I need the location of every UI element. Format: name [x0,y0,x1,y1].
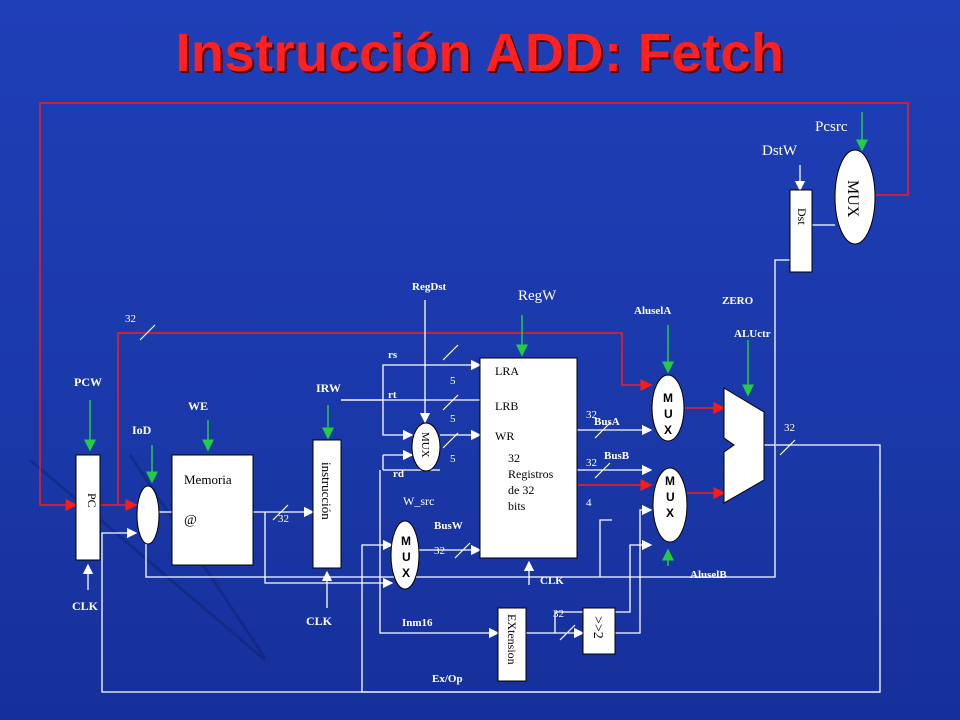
wire-ticks [139,324,796,641]
white-wires [82,165,881,693]
regdst-label: RegDst [412,281,447,293]
busa-label: BusA [594,416,620,428]
alusel-b-mux [652,467,688,543]
rt-label: rt [388,389,397,401]
regfile-size: 32 [508,451,520,465]
alusel-a-mux-label: M [663,391,673,405]
clk-ir-label: CLK [306,614,333,628]
irw-label: IRW [316,381,341,395]
regfile-name1: Registros [508,467,554,481]
memory-addr-label: @ [184,513,197,528]
alusel-b-mux-label: M [665,474,675,488]
w-mux-label: M [401,534,411,548]
dst-block [789,189,813,273]
red-wires [39,102,909,511]
w5-a: 5 [450,375,456,387]
regw-label: RegW [518,288,557,304]
memory-block [171,454,254,566]
aluselB-label: AluselB [690,569,727,581]
w4-label: 4 [586,497,592,509]
ext-label: EXtension [505,614,519,665]
w32-g: 32 [784,422,795,434]
imm16-label: Inm16 [402,617,433,629]
register-file [479,357,578,559]
blocks [75,149,876,682]
svg-text:U: U [664,407,673,421]
aluctr-label: ALUctr [734,328,771,340]
regfile-lrb: LRB [495,399,518,413]
page-title: Instrucción ADD: Fetch [175,23,785,83]
svg-text:X: X [666,506,674,520]
zero-label: ZERO [722,295,754,307]
svg-text:X: X [664,423,672,437]
control-signals [84,112,868,566]
rd-label: rd [393,468,404,480]
regfile-wr: WR [495,429,514,443]
pc-mux-label: MUX [844,180,861,218]
pcw-label: PCW [74,375,102,389]
memory-label: Memoria [184,472,232,487]
rd-mux [411,422,441,472]
clk-pc-label: CLK [72,599,99,613]
aluselA-label: AluselA [634,305,671,317]
w32-e: 32 [586,457,597,469]
dstw-label: DstW [762,143,798,159]
ir-register [312,439,342,569]
w32-f: 32 [553,608,564,620]
busw-label: BusW [434,520,463,532]
iod-label: IoD [132,423,152,437]
iod-mux [136,485,160,545]
shift-block [582,607,616,655]
alu [723,387,765,504]
regfile-lra: LRA [495,364,519,378]
w5-c: 5 [450,453,456,465]
regfile-name2: de 32 [508,483,534,497]
rd-mux-label: MUX [419,432,431,458]
w32-b: 32 [278,513,289,525]
clk-reg-label: CLK [540,575,564,587]
svg-text:X: X [402,566,410,580]
svg-text:U: U [666,490,675,504]
w32-a: 32 [125,313,136,325]
pc-label: PC [85,493,99,508]
svg-text:U: U [402,550,411,564]
we-label: WE [188,399,208,413]
exop-label: Ex/Op [432,673,463,685]
busb-label: BusB [604,450,630,462]
dst-label: Dst [795,208,809,225]
ir-label: instrucción [319,462,334,520]
alusel-a-mux [651,374,685,442]
regfile-name3: bits [508,499,526,513]
wsrc-label: W_src [403,494,434,508]
pc-mux [834,149,876,245]
w5-b: 5 [450,413,456,425]
extension-block [497,607,527,682]
w32-c: 32 [434,545,445,557]
pc-register [75,454,101,561]
w-mux [390,520,420,590]
pcsrc-label: Pcsrc [815,119,848,135]
w32-d: 32 [586,409,597,421]
shift-label: >>2 [590,616,605,639]
rs-label: rs [388,349,398,361]
